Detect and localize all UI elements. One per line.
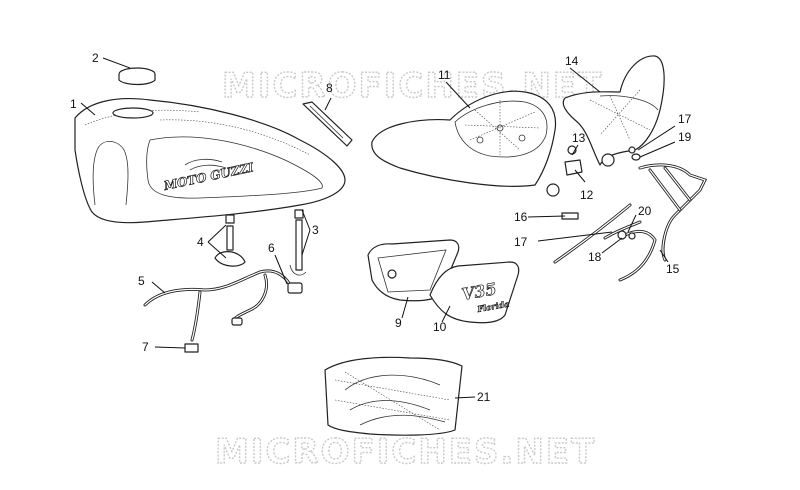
fuel-hoses — [143, 269, 303, 342]
callout-14: 14 — [565, 54, 579, 68]
callout-13: 13 — [572, 131, 586, 145]
callout-labels: 2 1 8 11 14 17 19 13 12 20 16 17 18 15 3… — [70, 51, 692, 404]
side-cover-right: V35 Florida — [429, 261, 520, 324]
callout-21: 21 — [477, 390, 491, 404]
fuel-cap — [118, 67, 156, 86]
fuel-tank: MOTO GUZZI — [74, 98, 346, 224]
hose-clip — [184, 343, 199, 353]
callout-12: 12 — [580, 188, 594, 202]
callout-4: 4 — [197, 235, 204, 249]
callout-17-top: 17 — [678, 112, 692, 126]
callout-10: 10 — [433, 320, 447, 334]
callout-1: 1 — [70, 97, 77, 111]
seat-dual — [371, 90, 557, 187]
callout-15: 15 — [666, 262, 680, 276]
watermark-bottom: MICROFICHES.NET — [215, 432, 596, 472]
seat-cover — [324, 356, 463, 436]
callout-11: 11 — [438, 68, 451, 82]
fasteners — [546, 145, 641, 220]
callout-9: 9 — [395, 316, 402, 330]
callout-16: 16 — [514, 210, 528, 224]
tank-bracket — [302, 101, 353, 147]
callout-20: 20 — [638, 204, 652, 218]
rear-rack — [618, 163, 708, 282]
leader-lines — [80, 57, 676, 399]
callout-6: 6 — [268, 241, 275, 255]
callout-17-bottom: 17 — [514, 235, 528, 249]
callout-18: 18 — [588, 250, 602, 264]
callout-3: 3 — [312, 223, 319, 237]
watermark-top: MICROFICHES.NET — [222, 66, 603, 106]
fuel-tap-left — [214, 214, 246, 267]
callout-19: 19 — [678, 130, 692, 144]
fuel-tap-right — [289, 209, 307, 276]
seat-solo — [562, 55, 665, 166]
callout-2: 2 — [92, 51, 99, 65]
rack-stays — [553, 203, 642, 264]
callout-8: 8 — [326, 81, 333, 95]
callout-7: 7 — [142, 340, 149, 354]
callout-5: 5 — [138, 274, 145, 288]
